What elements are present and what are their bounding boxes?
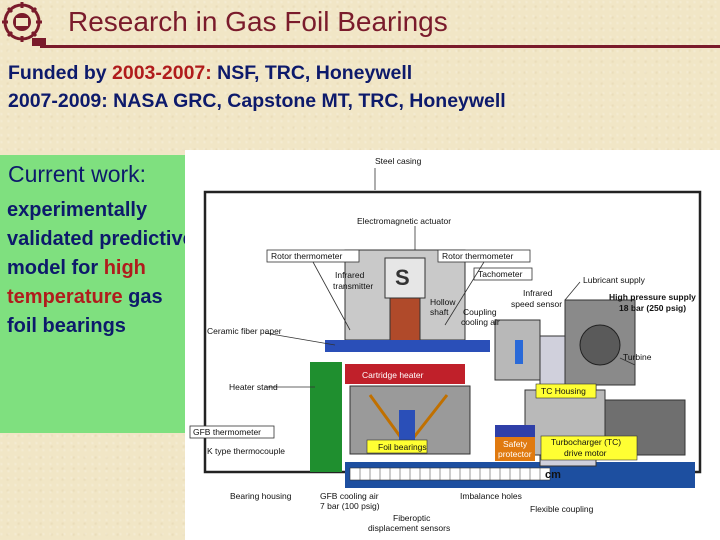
label-rotor-thermometer-right: Rotor thermometer [442, 251, 513, 261]
label-gfb-thermometer: GFB thermometer [193, 427, 261, 437]
label-foil-bearings: Foil bearings [378, 442, 427, 452]
label-flexible-coupling: Flexible coupling [530, 504, 594, 514]
label-ceramic-paper: Ceramic fiber paper [207, 326, 282, 336]
label-heater-stand: Heater stand [229, 382, 278, 392]
current-work-text-2: gas foil bearings [7, 286, 163, 337]
label-safety-2: protector [498, 449, 532, 459]
label-cm: cm [545, 469, 561, 481]
label-turbine: Turbine [623, 352, 652, 362]
funding-line-1: Funded by 2003-2007: NSF, TRC, Honeywell [8, 62, 412, 85]
label-cartridge-heater: Cartridge heater [362, 370, 424, 380]
label-hollow-shaft-1: Hollow [430, 297, 456, 307]
logo-icon [2, 2, 46, 46]
current-work-highlight: high temperature [7, 257, 146, 308]
label-tc-housing: TC Housing [541, 386, 586, 396]
label-fiberoptic-2: displacement sensors [368, 523, 450, 533]
label-coupling-air-2: cooling air [461, 317, 500, 327]
funding-line-2: 2007-2009: NASA GRC, Capstone MT, TRC, H… [8, 90, 506, 112]
label-steel-casing: Steel casing [375, 156, 422, 166]
current-work-heading: Current work: [8, 161, 147, 187]
current-work-text: experimentally validated predictive mode… [7, 196, 197, 341]
label-lubricant-supply: Lubricant supply [583, 275, 646, 285]
label-em-actuator: Electromagnetic actuator [357, 216, 451, 226]
label-k-type: K type thermocouple [207, 446, 285, 456]
label-turbocharger-1: Turbocharger (TC) [551, 437, 621, 447]
label-fiberoptic-1: Fiberoptic [393, 513, 431, 523]
label-infrared-speed-2: speed sensor [511, 299, 562, 309]
page-title: Research in Gas Foil Bearings [68, 6, 448, 37]
funding-prefix: Funded by [8, 62, 107, 84]
label-hollow-shaft-2: shaft [430, 307, 449, 317]
label-infrared-speed-1: Infrared [523, 288, 553, 298]
label-gfb-cooling-2: 7 bar (100 psig) [320, 501, 380, 511]
funding-sponsors: NSF, TRC, Honeywell [217, 62, 413, 84]
svg-text:S: S [395, 265, 410, 290]
label-imbalance-holes: Imbalance holes [460, 491, 522, 501]
label-rotor-thermometer-left: Rotor thermometer [271, 251, 342, 261]
current-work-text-1: experimentally validated predictive mode… [7, 199, 194, 279]
title-divider [40, 45, 720, 48]
label-safety-1: Safety [503, 439, 528, 449]
label-gfb-cooling-1: GFB cooling air [320, 491, 379, 501]
funding-years: 2003-2007: [112, 62, 212, 84]
label-infrared-transmitter-2: transmitter [333, 281, 373, 291]
label-hp-supply-1: High pressure supply [609, 292, 696, 302]
label-infrared-transmitter-1: Infrared [335, 270, 365, 280]
label-bearing-housing: Bearing housing [230, 491, 292, 501]
current-work-panel: Current work: experimentally validated p… [0, 155, 200, 433]
label-turbocharger-2: drive motor [564, 448, 607, 458]
label-coupling-air-1: Coupling [463, 307, 497, 317]
label-hp-supply-2: 18 bar (250 psig) [619, 303, 686, 313]
test-rig-diagram: S Steel casing Electromagnetic actuator … [185, 150, 720, 540]
label-tachometer: Tachometer [478, 269, 523, 279]
